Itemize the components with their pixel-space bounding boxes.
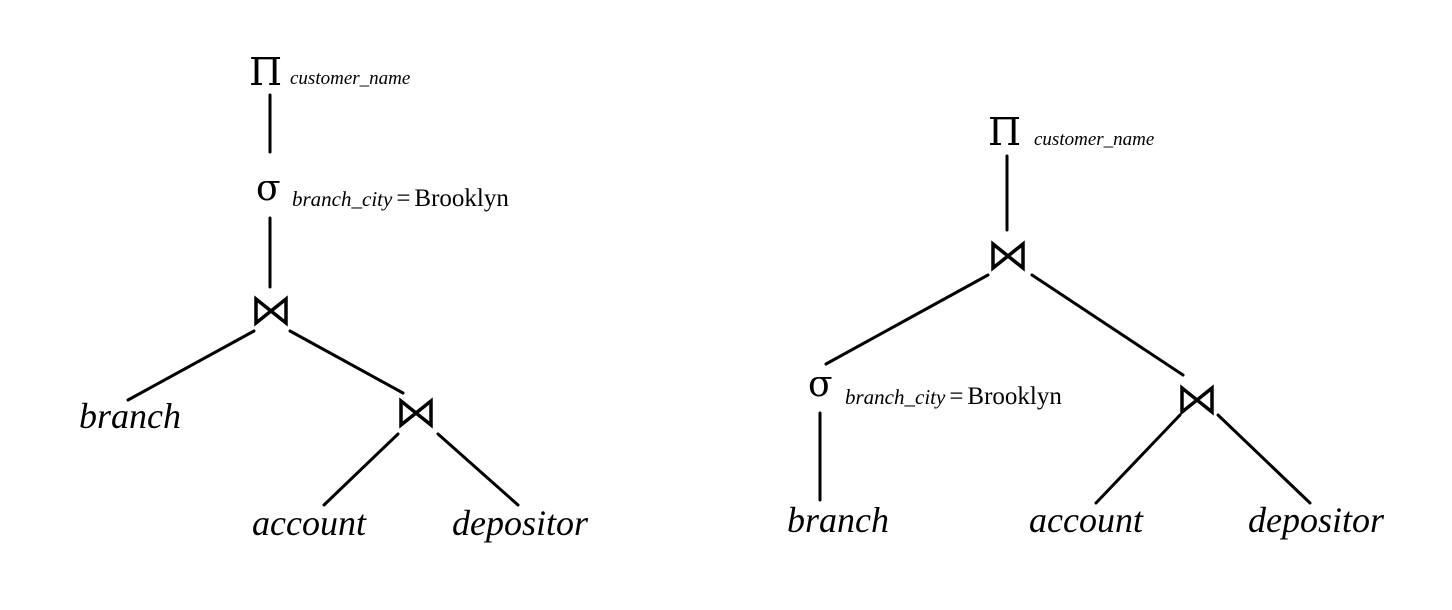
selection-value: Brooklyn: [967, 383, 1062, 410]
selection-node: σ branch_city = Brooklyn: [256, 168, 509, 212]
edge-subjoin-depositor: [1216, 413, 1312, 505]
join-symbol: [1180, 384, 1214, 416]
edge-subjoin-account: [1094, 413, 1182, 505]
projection-node: Π customer_name: [988, 110, 1154, 154]
selection-operator: =: [949, 383, 963, 410]
projection-symbol: Π: [249, 50, 282, 94]
relation-account: account: [252, 503, 367, 543]
join-symbol: [399, 397, 433, 429]
selection-operator: =: [396, 185, 410, 212]
relation-account: account: [1029, 500, 1144, 540]
edge-join-selection: [824, 273, 990, 366]
edge-join-branch: [126, 329, 256, 402]
selection-value: Brooklyn: [414, 185, 509, 212]
query-tree-right: Π customer_name σ branch_city = Brooklyn…: [787, 110, 1385, 540]
projection-symbol: Π: [988, 110, 1021, 154]
relation-branch: branch: [787, 500, 889, 540]
join-symbol: [991, 240, 1025, 272]
join-symbol: [254, 295, 288, 327]
selection-symbol: σ: [808, 364, 833, 405]
edge-join-subjoin: [288, 329, 405, 395]
edge-subjoin-depositor: [436, 432, 520, 507]
selection-node: σ branch_city = Brooklyn: [808, 364, 1062, 410]
relation-depositor: depositor: [1248, 500, 1385, 540]
projection-node: Π customer_name: [249, 50, 410, 94]
projection-attribute: customer_name: [290, 68, 410, 89]
edge-join-subjoin: [1030, 273, 1185, 377]
relation-branch: branch: [79, 396, 181, 436]
query-tree-left: Π customer_name σ branch_city = Brooklyn…: [79, 50, 589, 543]
selection-attribute: branch_city: [292, 187, 393, 211]
selection-attribute: branch_city: [845, 385, 946, 409]
edge-subjoin-account: [322, 432, 400, 507]
projection-attribute: customer_name: [1034, 129, 1154, 150]
selection-symbol: σ: [256, 168, 281, 209]
relation-depositor: depositor: [452, 503, 589, 543]
